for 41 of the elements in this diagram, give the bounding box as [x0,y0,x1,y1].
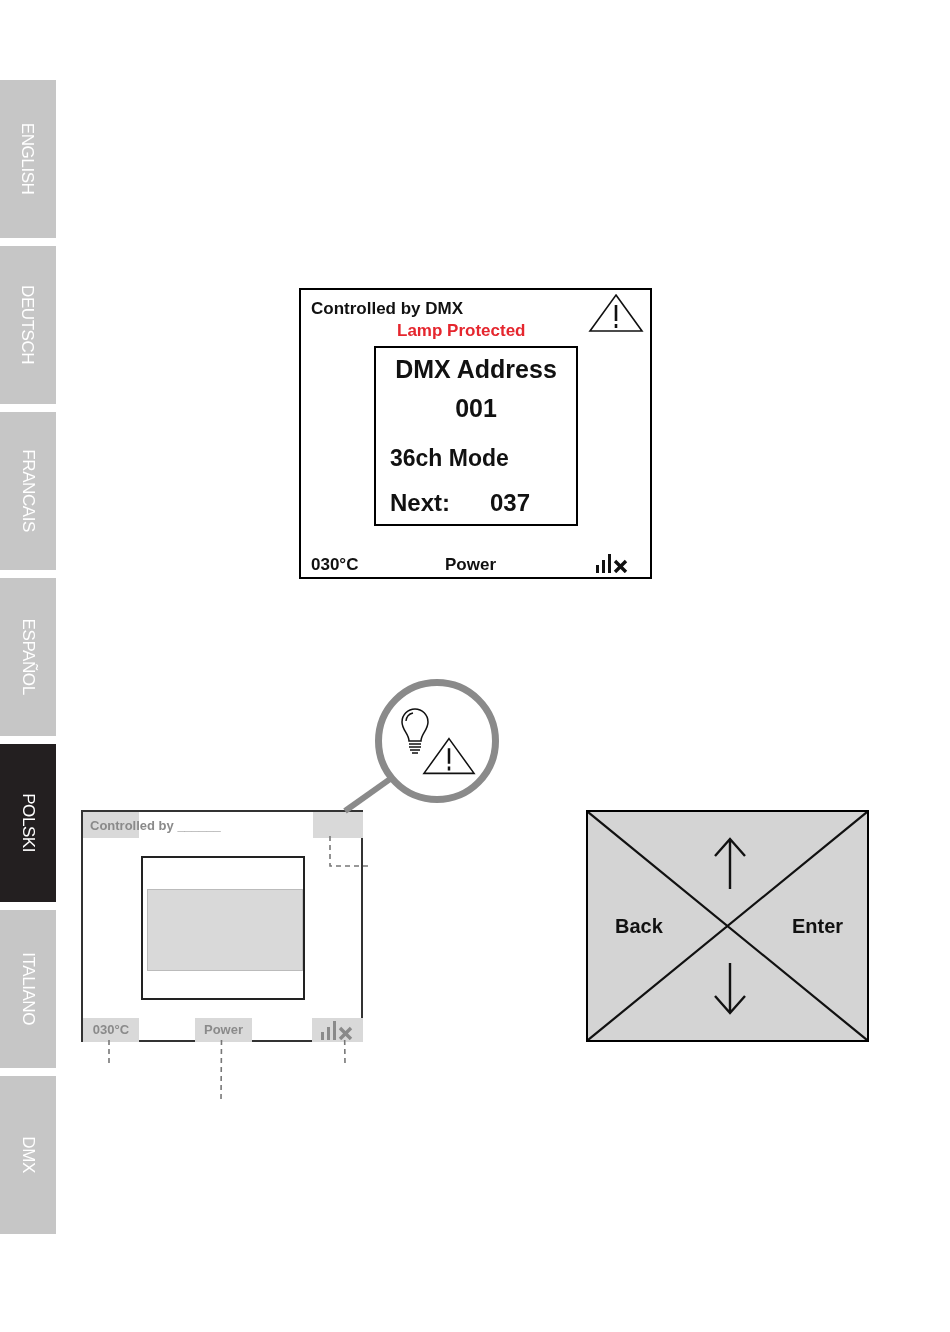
language-tab [0,1076,56,1234]
language-tab [0,578,56,736]
address-value: 001 [454,393,498,424]
language-tab-label: ENGLISH [17,123,39,195]
next-value: 037 [490,488,531,518]
temperature-area [83,1018,139,1042]
callout-line [343,776,392,814]
language-tab [0,246,56,404]
warning-text: Lamp Protected [397,320,526,342]
language-tab [0,412,56,570]
address-panel [374,346,578,436]
enter-label: Enter [792,914,844,939]
status-text: Controlled by ______ [90,818,221,835]
language-tab-label: FRANCAIS [17,449,39,533]
menu-frame [141,856,305,1000]
leader-line [220,1039,223,1101]
address-heading: DMX Address [394,354,558,385]
back-label: Back [615,914,663,939]
next-panel [374,480,578,526]
status-text: Controlled by DMX [311,298,464,320]
language-tab-label: POLSKI [17,793,39,853]
language-tab [0,80,56,238]
temperature-text: 030°C [311,554,359,576]
signal-area [312,1018,363,1042]
language-tab-label: DMX [17,1136,39,1174]
language-tab-label: ITALIANO [17,952,39,1026]
leader-line [343,1039,346,1065]
highlight-area [313,812,363,838]
language-tab-label: DEUTSCH [17,285,39,365]
active-language-tab [0,744,56,902]
power-text: Power [203,1022,244,1039]
language-tab-label: ESPAÑOL [17,618,39,696]
display-outline [81,810,363,1042]
next-label: Next: [390,488,450,518]
menu-area [147,889,303,971]
power-area [195,1018,252,1042]
temperature-text: 030°C [91,1022,131,1039]
power-text: Power [445,554,497,576]
display-screen [299,288,652,579]
language-tab [0,910,56,1068]
mode-text: 36ch Mode [390,444,509,473]
